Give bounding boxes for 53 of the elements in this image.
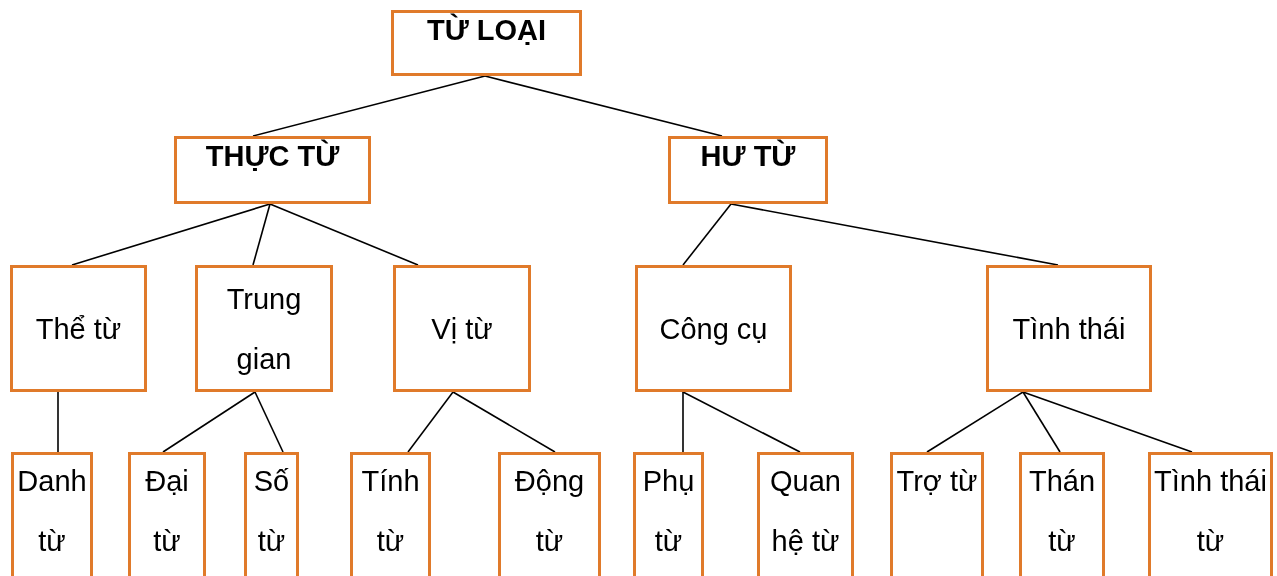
class-box [10,265,147,392]
connector-line [57,391,59,453]
connector-line [254,391,284,453]
connector-line [730,203,1059,266]
word-box [1148,452,1273,576]
class-box [393,265,531,392]
class-box [986,265,1152,392]
connector-line [682,391,684,453]
connector-line [1022,391,1061,453]
class-box [635,265,792,392]
connector-line [1022,391,1193,453]
node-label: Quan hệ từ [769,464,842,559]
class-box [195,265,333,392]
node-label: Động từ [513,464,586,559]
node-label: Tình thái [1012,311,1126,347]
word-box [757,452,854,576]
connector-line [252,203,271,266]
node-label: Trợ từ [896,464,978,499]
node-label: THỰC TỪ [205,139,340,174]
category-box [174,136,371,204]
connector-line [162,391,256,453]
node-label: Thể từ [35,311,122,347]
node-label: Tình thái từ [1153,464,1268,559]
word-box [633,452,704,576]
connector-line [252,75,486,137]
connector-line [484,75,723,137]
word-box [890,452,984,576]
word-box [350,452,431,576]
node-label: Vị từ [431,311,493,347]
node-label: Phụ từ [641,464,696,559]
node-label: Tính từ [360,464,421,559]
word-box [498,452,601,576]
word-box [11,452,93,576]
word-box [128,452,206,576]
node-label: Trung gian [225,281,303,377]
node-label: Thán từ [1027,464,1097,559]
connector-line [407,391,454,453]
connector-line [71,203,271,266]
node-label: TỪ LOẠI [426,13,547,48]
word-box [244,452,299,576]
connector-line [926,391,1024,453]
connector-line [269,203,419,266]
node-label: Công cụ [659,311,768,347]
word-box [1019,452,1105,576]
title-box [391,10,582,76]
node-label: Đại từ [144,464,190,559]
node-label: Danh từ [16,464,88,559]
category-box [668,136,828,204]
connector-line [682,203,732,266]
node-label: HƯ TỪ [700,139,796,174]
connector-line [682,391,801,453]
node-label: Số từ [252,464,291,559]
connector-line [452,391,556,453]
